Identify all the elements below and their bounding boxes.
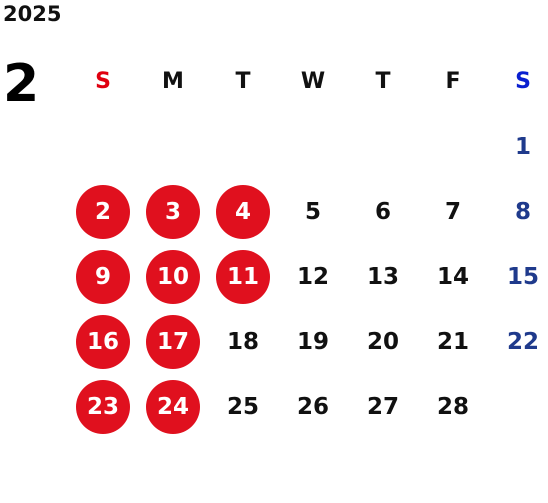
highlighted-date: 23 xyxy=(76,379,130,434)
weekday-header: S xyxy=(95,68,111,94)
day-cell[interactable]: 12 xyxy=(278,244,348,309)
day-cell[interactable]: 13 xyxy=(348,244,418,309)
highlighted-date: 3 xyxy=(146,184,200,239)
year-label: 2025 xyxy=(3,2,62,26)
day-cell[interactable]: 19 xyxy=(278,309,348,374)
date-number: 28 xyxy=(436,393,469,420)
date-number: 6 xyxy=(374,198,391,225)
day-cell[interactable]: 15 xyxy=(488,244,548,309)
day-cell[interactable]: 23 xyxy=(68,374,138,439)
highlighted-date: 11 xyxy=(216,249,270,304)
day-cell[interactable]: 9 xyxy=(68,244,138,309)
date-number: 25 xyxy=(226,393,259,420)
date-number: 8 xyxy=(514,198,531,225)
day-cell[interactable]: 7 xyxy=(418,179,488,244)
weekday-header: T xyxy=(235,68,251,94)
date-number: 15 xyxy=(506,263,539,290)
highlighted-date: 16 xyxy=(76,314,130,369)
day-cell[interactable]: 4 xyxy=(208,179,278,244)
highlighted-date: 17 xyxy=(146,314,200,369)
day-cell[interactable]: 18 xyxy=(208,309,278,374)
date-number: 1 xyxy=(514,133,531,160)
day-cell[interactable]: 28 xyxy=(418,374,488,439)
date-number: 14 xyxy=(436,263,469,290)
date-number: 7 xyxy=(444,198,461,225)
date-number: 5 xyxy=(304,198,321,225)
highlighted-date: 9 xyxy=(76,249,130,304)
date-number: 19 xyxy=(296,328,329,355)
day-cell[interactable]: 6 xyxy=(348,179,418,244)
weekday-header: W xyxy=(300,68,326,94)
day-cell[interactable]: 1 xyxy=(488,114,548,179)
day-cell[interactable]: 3 xyxy=(138,179,208,244)
date-number: 22 xyxy=(506,328,539,355)
highlighted-date: 4 xyxy=(216,184,270,239)
day-cell[interactable]: 25 xyxy=(208,374,278,439)
day-cell[interactable]: 10 xyxy=(138,244,208,309)
day-cell[interactable]: 2 xyxy=(68,179,138,244)
weekday-header: T xyxy=(375,68,391,94)
date-number: 18 xyxy=(226,328,259,355)
date-number: 12 xyxy=(296,263,329,290)
highlighted-date: 24 xyxy=(146,379,200,434)
day-cell[interactable]: 24 xyxy=(138,374,208,439)
day-cell[interactable]: 21 xyxy=(418,309,488,374)
date-number: 13 xyxy=(366,263,399,290)
day-cell[interactable]: 26 xyxy=(278,374,348,439)
day-cell[interactable]: 22 xyxy=(488,309,548,374)
highlighted-date: 10 xyxy=(146,249,200,304)
weekday-header: S xyxy=(515,68,531,94)
day-cell[interactable]: 14 xyxy=(418,244,488,309)
date-number: 20 xyxy=(366,328,399,355)
day-cell[interactable]: 16 xyxy=(68,309,138,374)
weekday-header: M xyxy=(162,68,184,94)
date-number: 27 xyxy=(366,393,399,420)
day-cell[interactable]: 5 xyxy=(278,179,348,244)
day-cell[interactable]: 17 xyxy=(138,309,208,374)
day-cell[interactable]: 27 xyxy=(348,374,418,439)
day-cell[interactable]: 20 xyxy=(348,309,418,374)
weekday-header: F xyxy=(445,68,461,94)
date-number: 26 xyxy=(296,393,329,420)
highlighted-date: 2 xyxy=(76,184,130,239)
day-cell[interactable]: 11 xyxy=(208,244,278,309)
day-cell[interactable]: 8 xyxy=(488,179,548,244)
date-number: 21 xyxy=(436,328,469,355)
month-number: 2 xyxy=(3,54,40,114)
